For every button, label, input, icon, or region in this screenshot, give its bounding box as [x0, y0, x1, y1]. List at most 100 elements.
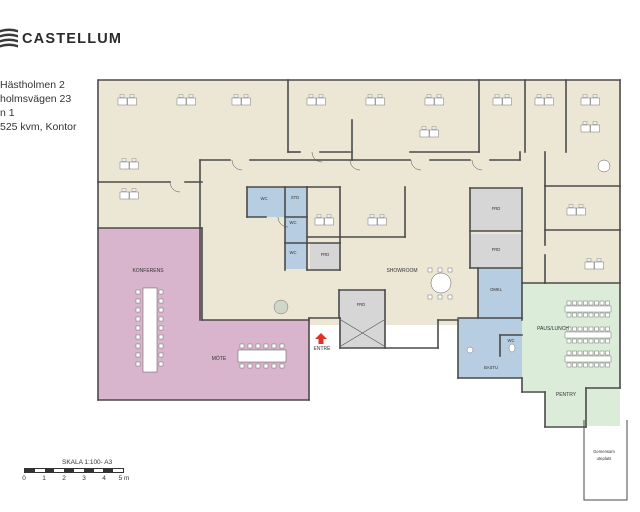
desk [241, 97, 251, 106]
desk [502, 97, 512, 106]
scale-tick: 5 m [118, 475, 130, 482]
wc-room-3 [285, 243, 307, 269]
room-label-uteplats: uteplats [597, 456, 612, 461]
chair [566, 300, 572, 306]
property-area: 525 kvm, Kontor [0, 121, 77, 133]
chair [572, 312, 577, 318]
chair [263, 363, 269, 369]
desk [377, 217, 387, 226]
chair [318, 94, 324, 98]
desk [231, 97, 242, 106]
scale-tick: 4 [102, 475, 106, 482]
chair [316, 214, 322, 218]
desk [127, 97, 137, 106]
chair [594, 338, 599, 344]
office-zone-west [98, 182, 202, 230]
chair [369, 214, 375, 218]
chair [586, 258, 592, 262]
chair [566, 362, 572, 368]
scale-ruler [24, 468, 124, 473]
round-table [430, 272, 452, 294]
desk [429, 129, 439, 138]
chair [583, 300, 588, 306]
chair [158, 334, 164, 340]
chair [135, 343, 141, 349]
wc-room-1 [247, 187, 285, 217]
chair [239, 343, 245, 349]
chair [279, 363, 285, 369]
chair [577, 300, 583, 306]
chair [594, 326, 599, 332]
room-label-konferens: KONFERENS [132, 268, 164, 274]
chair [135, 352, 141, 358]
desk [119, 161, 130, 170]
chair [158, 352, 164, 358]
chair [588, 312, 594, 318]
floor-zones [98, 80, 620, 426]
desk [314, 217, 325, 226]
walls [97, 79, 628, 501]
pentry-zone [545, 386, 586, 426]
chair [426, 94, 432, 98]
chair [599, 350, 605, 356]
chair [308, 94, 314, 98]
property-address: holmsvägen 23 [0, 93, 72, 105]
chair [504, 94, 510, 98]
desk [576, 207, 586, 216]
chair [588, 362, 594, 368]
property-name: Hästholmen 2 [0, 79, 65, 91]
chair [599, 362, 605, 368]
chair [158, 298, 164, 304]
chair [158, 325, 164, 331]
chair [377, 94, 383, 98]
chair [427, 294, 433, 300]
room-label-wc-2: WC [290, 220, 297, 225]
desk [419, 129, 430, 138]
desk [306, 97, 317, 106]
chair [233, 94, 239, 98]
chair [135, 298, 141, 304]
property-floor: n 1 [0, 107, 15, 119]
chair [158, 361, 164, 367]
chair [158, 289, 164, 295]
chair [247, 363, 253, 369]
door-swing [471, 159, 483, 171]
patio-outline [583, 420, 628, 501]
room-label-frd-3: FRD [492, 206, 501, 211]
chair [188, 94, 194, 98]
desk [367, 217, 378, 226]
wc-room-2 [285, 217, 307, 243]
chair [566, 312, 572, 318]
chair [588, 338, 594, 344]
door-swing [231, 159, 243, 171]
scale-tick: 3 [82, 475, 86, 482]
plant [273, 299, 289, 315]
room-label-pentry: PENTRY [556, 392, 577, 398]
room-label-wc-4: WC [508, 338, 515, 343]
property-info: Hästholmen 2 holmsvägen 23 n 1 525 kvm, … [0, 78, 76, 134]
chair [271, 343, 277, 349]
chair [592, 121, 598, 125]
chair [566, 326, 572, 332]
chair [135, 316, 141, 322]
changing-room [478, 268, 522, 320]
chair [599, 338, 605, 344]
desk [584, 261, 595, 270]
room-label-bastu: BASTU [484, 365, 498, 370]
chair [583, 362, 588, 368]
desk [590, 97, 600, 106]
door-swing [277, 216, 289, 228]
chair [599, 312, 605, 318]
chair [582, 94, 588, 98]
chair [421, 126, 427, 130]
chair [594, 300, 599, 306]
door-swing [169, 181, 181, 193]
chair [577, 312, 583, 318]
chair [279, 343, 285, 349]
chair [431, 126, 437, 130]
chair [121, 188, 127, 192]
storage-frd-1 [310, 243, 340, 270]
elevator-cross [340, 319, 385, 347]
chair [178, 94, 184, 98]
chair [129, 94, 135, 98]
